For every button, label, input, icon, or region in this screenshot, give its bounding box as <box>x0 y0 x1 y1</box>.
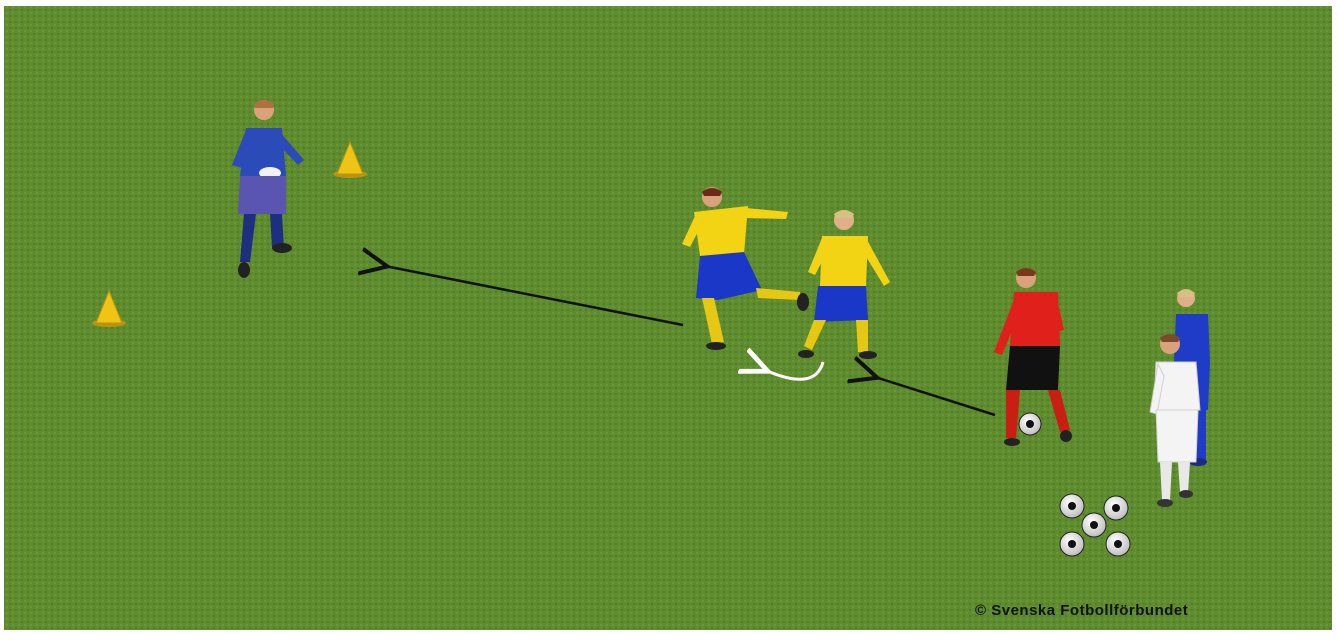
ball-3 <box>1082 513 1106 537</box>
copyright-text: © Svenska Fotbollförbundet <box>975 602 1305 624</box>
ball-4 <box>1060 532 1084 556</box>
grass-field <box>4 6 1332 630</box>
ball-2 <box>1104 496 1128 520</box>
ball-1 <box>1060 494 1084 518</box>
ball-at-feet <box>1019 413 1041 435</box>
ball-5 <box>1106 532 1130 556</box>
